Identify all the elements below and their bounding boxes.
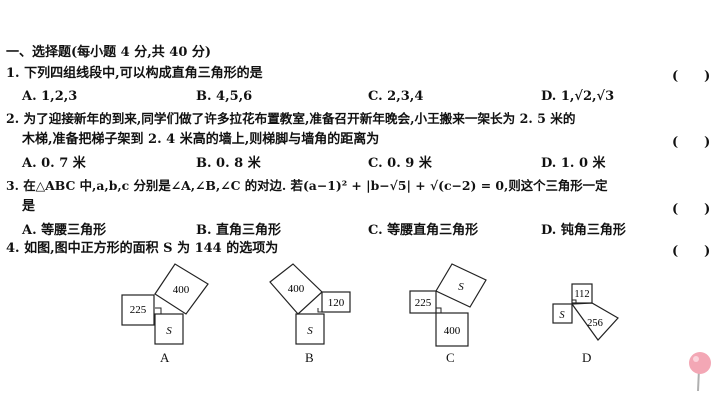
figure-c-label: C bbox=[446, 350, 455, 365]
figure-d-label: D bbox=[582, 350, 592, 365]
figure-a-square-1: 225 bbox=[130, 304, 147, 316]
q3-option-b: B. 直角三角形 bbox=[196, 223, 282, 238]
q3-option-c: C. 等腰直角三角形 bbox=[368, 223, 479, 238]
figure-c: 225 S 400 bbox=[408, 262, 508, 352]
figure-d-square-3: 256 bbox=[587, 318, 603, 329]
q1-option-b: B. 4,5,6 bbox=[196, 89, 253, 104]
q3-stem-line2: 是 bbox=[22, 199, 36, 214]
q3-option-a: A. 等腰三角形 bbox=[22, 223, 107, 238]
figure-b-square-1: 400 bbox=[288, 283, 305, 295]
q2-stem-line1: 2. 为了迎接新年的到来,同学们做了许多拉花布置教室,准备召开新年晚会,小王搬来… bbox=[6, 111, 576, 126]
q3-option-d: D. 钝角三角形 bbox=[541, 223, 626, 238]
section-title: 一、选择题(每小题 4 分,共 40 分) bbox=[6, 45, 212, 60]
q2-option-c: C. 0. 9 米 bbox=[368, 156, 432, 171]
top-bar bbox=[0, 0, 720, 46]
figure-b-label: B bbox=[305, 350, 314, 365]
figure-b-square-3: S bbox=[307, 325, 313, 337]
q2-option-d: D. 1. 0 米 bbox=[541, 156, 606, 171]
q2-stem-line2: 木梯,准备把梯子架到 2. 4 米高的墙上,则梯脚与墙角的距离为 bbox=[22, 132, 380, 147]
q2-option-b: B. 0. 8 米 bbox=[196, 156, 261, 171]
figure-a-square-2: 400 bbox=[173, 284, 190, 296]
figure-a-square-3: S bbox=[166, 325, 172, 337]
q1-option-d: D. 1,√2,√3 bbox=[541, 89, 615, 104]
figure-d-square-2: S bbox=[559, 310, 565, 321]
q2-option-a: A. 0. 7 米 bbox=[22, 156, 86, 171]
figure-d: 112 S 256 bbox=[548, 262, 628, 352]
figure-c-square-2: S bbox=[458, 281, 464, 293]
figure-b-square-2: 120 bbox=[328, 297, 345, 309]
figure-c-square-1: 225 bbox=[415, 297, 432, 309]
q3-stem-line1: 3. 在△ABC 中,a,b,c 分别是∠A,∠B,∠C 的对边. 若(a−1)… bbox=[6, 178, 608, 193]
figure-b: 400 120 S bbox=[268, 262, 358, 352]
q1-answer-paren: ( ) bbox=[672, 69, 711, 84]
q4-stem: 4. 如图,图中正方形的面积 S 为 144 的选项为 bbox=[6, 241, 279, 256]
q2-answer-paren: ( ) bbox=[672, 135, 711, 150]
figure-d-square-1: 112 bbox=[574, 289, 589, 300]
q1-stem: 1. 下列四组线段中,可以构成直角三角形的是 bbox=[6, 66, 263, 81]
figure-a-label: A bbox=[160, 350, 170, 365]
q1-option-a: A. 1,2,3 bbox=[22, 89, 78, 104]
q4-answer-paren: ( ) bbox=[672, 244, 711, 259]
q1-option-c: C. 2,3,4 bbox=[368, 89, 424, 104]
q3-answer-paren: ( ) bbox=[672, 202, 711, 217]
decorative-pin-icon bbox=[684, 351, 716, 397]
figure-a: 225 400 S bbox=[120, 262, 220, 352]
figure-c-square-3: 400 bbox=[444, 325, 461, 337]
